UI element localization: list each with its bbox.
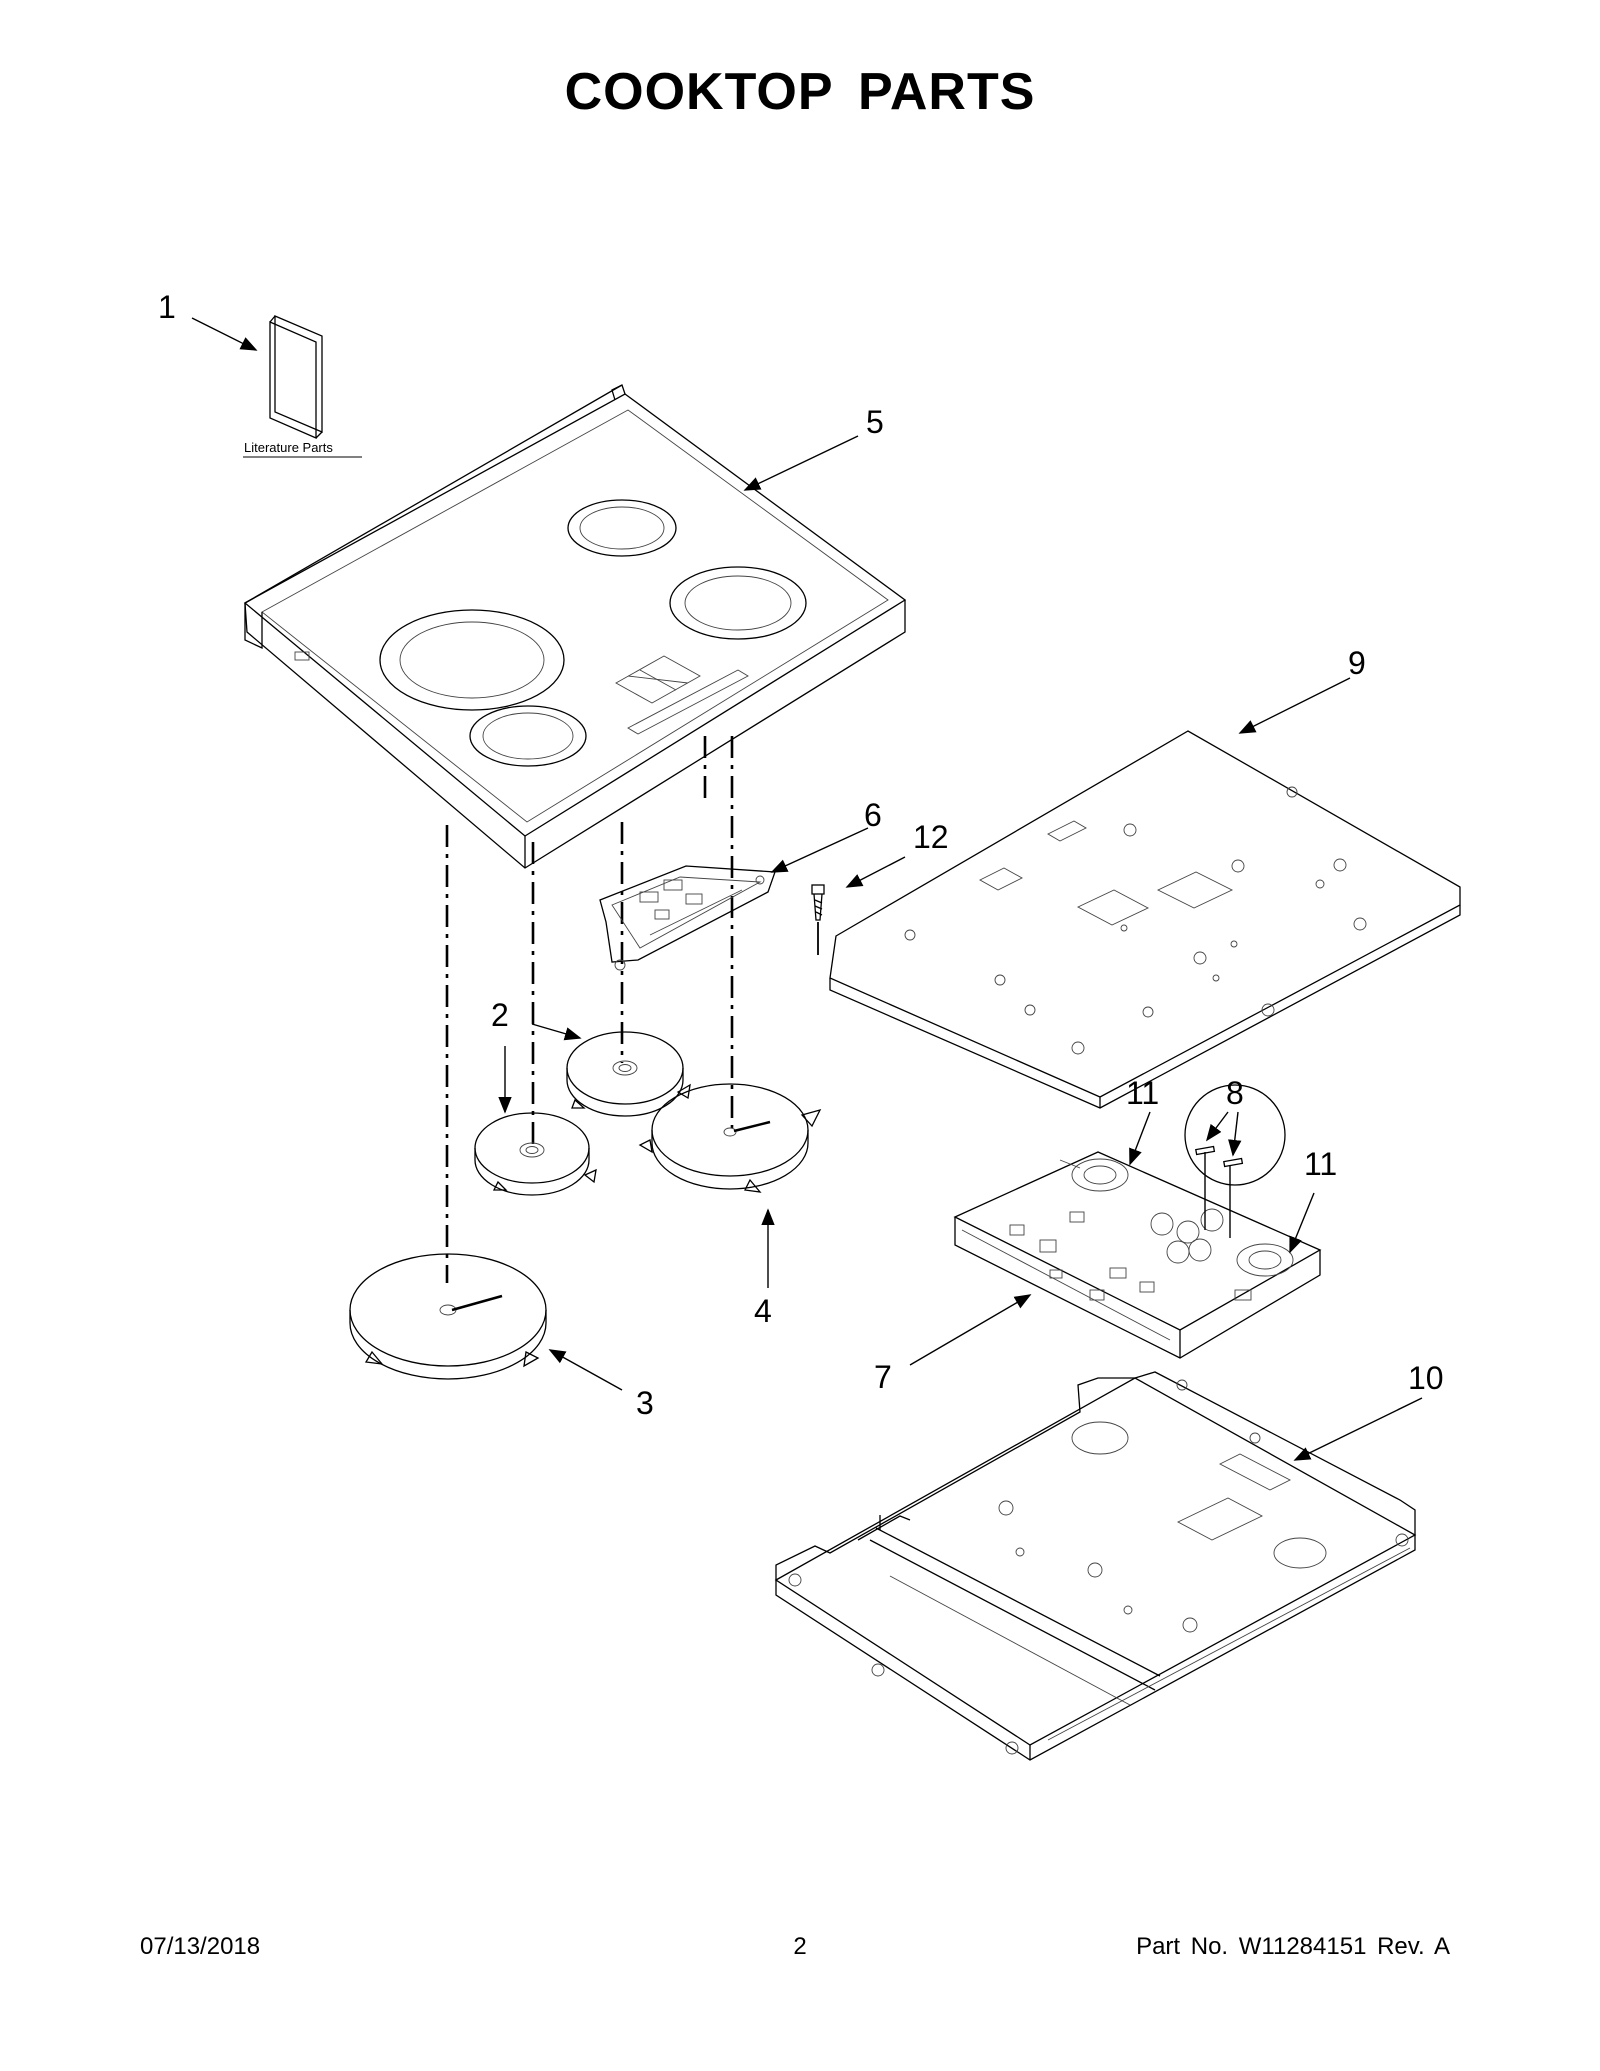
callout-2: 2 [491,997,509,1033]
detail-circle-small-parts [1184,1084,1286,1238]
footer-date: 07/13/2018 [140,1933,261,1960]
small-surface-element-upper-part [566,1031,691,1117]
large-surface-element-part [349,1253,547,1380]
literature-parts-label: Literature Parts [244,440,333,455]
bottom-tray-part [774,1371,1417,1761]
callout-5: 5 [866,404,884,440]
callout-10: 10 [1408,1360,1444,1396]
small-surface-element-lower-part [474,1112,597,1196]
cooktop-main-top-part [243,384,907,869]
power-board-assembly-part [953,1151,1322,1359]
callout-9: 9 [1348,645,1366,681]
callout-6: 6 [864,797,882,833]
footer-part-number: Part No. W11284151 Rev. A [1136,1933,1450,1960]
medium-surface-element-part [638,1083,822,1193]
callout-3: 3 [636,1385,654,1421]
footer-page-number: 2 [793,1933,807,1960]
heat-shield-plate-part [829,730,1461,1109]
callout-8: 8 [1226,1075,1244,1111]
callout-leaders [191,317,1423,1461]
callout-4: 4 [754,1293,772,1329]
page-title: COOKTOP PARTS [564,63,1036,121]
callout-12: 12 [913,819,949,855]
callout-7: 7 [874,1359,892,1395]
literature-booklet-part [243,315,362,458]
control-board-part [599,865,776,971]
callout-11-left: 11 [1126,1075,1159,1111]
screw-part [811,884,825,955]
callout-11-right: 11 [1304,1146,1337,1182]
callout-1: 1 [158,289,176,325]
assembly-centerlines [445,736,734,1283]
